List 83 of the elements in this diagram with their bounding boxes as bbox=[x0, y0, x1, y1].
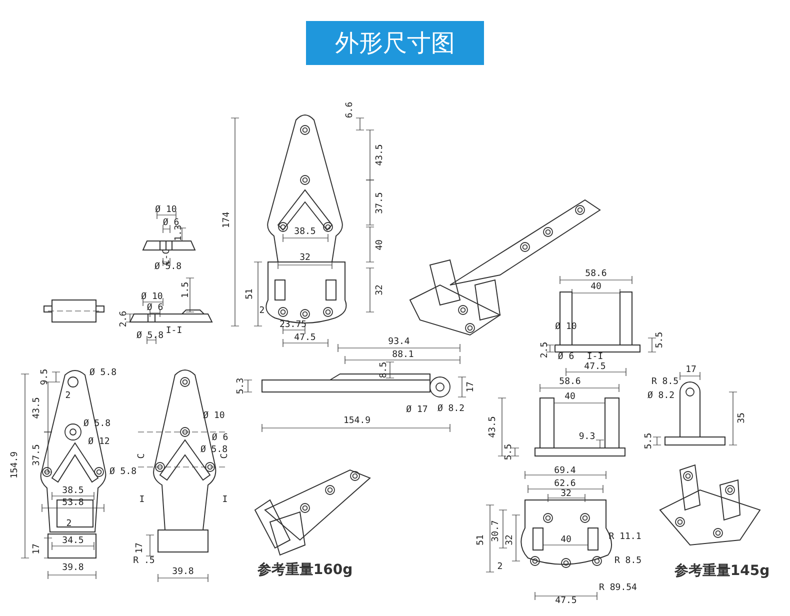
dimension-value: 17 bbox=[686, 365, 696, 375]
dimension-value: 9.3 bbox=[578, 432, 596, 442]
dimension-value: 38.5 bbox=[62, 486, 84, 496]
section-mark: I-I bbox=[586, 352, 604, 362]
dimension-value: 43.5 bbox=[488, 416, 498, 438]
dimension-value: 51 bbox=[245, 288, 255, 300]
dimension-value: 93.4 bbox=[388, 337, 410, 347]
dimension-value: R 8.5 bbox=[651, 377, 679, 387]
dimension-value: 2 bbox=[259, 306, 265, 316]
dimension-value: R 8.5 bbox=[614, 556, 642, 566]
dimension-value: 17 bbox=[32, 544, 42, 554]
dimension-value: 154.9 bbox=[10, 451, 20, 479]
section-mark: I-I bbox=[166, 326, 182, 336]
section-mark: I bbox=[139, 495, 145, 505]
dimension-value: 17 bbox=[135, 542, 145, 554]
dimension-value: 40 bbox=[564, 392, 576, 402]
weight-note: 参考重量145g bbox=[674, 563, 770, 579]
dimension-value: 9.5 bbox=[40, 368, 50, 386]
dimension-value: 32 bbox=[300, 253, 310, 263]
dimension-value: 32 bbox=[560, 489, 572, 499]
dimension-value: Ø 6 bbox=[212, 433, 228, 443]
dimension-value: 17 bbox=[466, 382, 476, 392]
dimension-value: 40 bbox=[375, 240, 385, 250]
dimension-value: R 89.54 bbox=[599, 583, 637, 593]
dimension-value: Ø 12 bbox=[88, 437, 110, 447]
dimension-value: 43.5 bbox=[375, 144, 385, 166]
dimension-value: Ø 8.2 bbox=[437, 404, 465, 414]
dimension-value: 2 bbox=[66, 519, 72, 529]
dimension-value: 39.8 bbox=[62, 563, 84, 573]
dimension-value: 58.6 bbox=[559, 377, 581, 387]
dimension-value: 6.6 bbox=[345, 102, 355, 118]
dimension-value: 47.5 bbox=[584, 362, 606, 372]
dimension-value: 2.5 bbox=[540, 342, 550, 358]
dimension-value: 53.8 bbox=[62, 498, 84, 508]
dimension-value: 47.5 bbox=[555, 596, 577, 606]
dimension-value: 43.5 bbox=[32, 397, 42, 419]
dimension-value: 35 bbox=[737, 412, 747, 424]
dimension-value: 39.8 bbox=[172, 567, 194, 577]
dimension-value: 5.3 bbox=[236, 378, 246, 394]
dimension-value: Ø 5.8 bbox=[136, 331, 164, 341]
dimension-value: Ø 10 bbox=[155, 205, 177, 215]
title-banner: 外形尺寸图 bbox=[306, 21, 484, 65]
dimension-value: 5.5 bbox=[504, 444, 514, 460]
dimension-value: 38.5 bbox=[294, 227, 316, 237]
dimension-value: Ø 10 bbox=[141, 292, 163, 302]
dimension-value: Ø 5.8 bbox=[109, 467, 137, 477]
dimension-value: 5.5 bbox=[655, 332, 665, 348]
section-mark: C-C bbox=[162, 248, 172, 266]
weight-note: 参考重量160g bbox=[257, 562, 353, 578]
dimension-value: 51 bbox=[476, 534, 486, 546]
dimension-value: 37.5 bbox=[375, 192, 385, 214]
dimension-value: Ø 5.8 bbox=[200, 445, 228, 455]
dimension-value: 88.1 bbox=[392, 350, 414, 360]
dimension-value: 2.6 bbox=[119, 310, 129, 328]
dimension-value: 62.6 bbox=[554, 479, 576, 489]
dimension-value: 47.5 bbox=[294, 333, 316, 343]
dimension-value: Ø 6 bbox=[146, 303, 164, 313]
section-mark: C bbox=[137, 453, 147, 459]
dimension-value: 5.5 bbox=[644, 432, 654, 450]
dimension-value: Ø 5.8 bbox=[89, 368, 117, 378]
dimension-value: Ø 17 bbox=[406, 405, 428, 415]
dimension-value: Ø 6 bbox=[558, 352, 574, 362]
dimension-value: 1.5 bbox=[181, 282, 191, 298]
dimension-value: 37.5 bbox=[32, 444, 42, 466]
dimension-value: 23.75 bbox=[279, 320, 307, 330]
dimension-value: 154.9 bbox=[343, 416, 371, 426]
dimension-value: 69.4 bbox=[554, 466, 576, 476]
dimension-value: 8.5 bbox=[379, 362, 389, 378]
dimension-value: R .5 bbox=[133, 556, 155, 566]
dimension-value: 34.5 bbox=[62, 536, 84, 546]
dimension-value: 32 bbox=[375, 284, 385, 296]
dimension-value: 2 bbox=[497, 562, 503, 572]
dimension-value: 58.6 bbox=[585, 269, 607, 279]
dimension-value: Ø 8.2 bbox=[647, 391, 675, 401]
dimension-value: 40 bbox=[590, 282, 602, 292]
dimension-value: 1.3 bbox=[174, 224, 184, 242]
section-mark: I bbox=[222, 495, 228, 505]
dimension-value: 30.7 bbox=[491, 520, 501, 542]
dimension-value: 32 bbox=[505, 534, 515, 546]
section-mark: C bbox=[220, 453, 230, 459]
dimension-value: 40 bbox=[560, 535, 572, 545]
dimension-value: 174 bbox=[222, 212, 232, 228]
dimension-value: 2 bbox=[65, 391, 71, 401]
